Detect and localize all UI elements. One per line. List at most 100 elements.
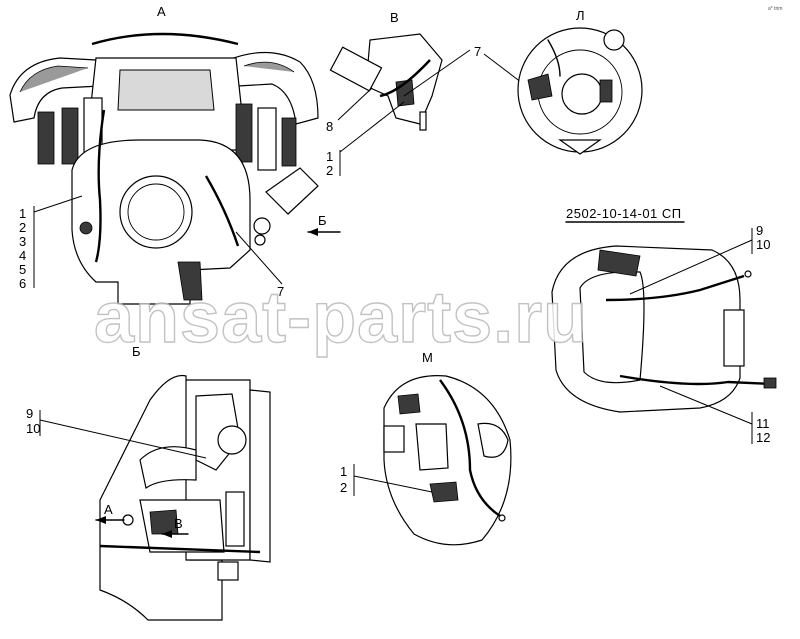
arrow-a-label: А xyxy=(104,502,113,517)
callout-3: 3 xyxy=(19,234,26,249)
view-arrow-b-label: Б xyxy=(318,213,327,228)
m-regulator xyxy=(415,423,449,471)
callout-r-9: 9 xyxy=(756,223,763,238)
callout-m-2: 2 xyxy=(340,480,347,495)
callout-b910-leader xyxy=(39,419,207,459)
manifold-plate xyxy=(117,69,215,111)
callout-8: 8 xyxy=(326,119,333,134)
left-pipe-shade xyxy=(19,65,89,93)
arrow-a-head xyxy=(96,516,106,524)
right-injector-block-2 xyxy=(257,107,277,171)
alternator-bottom-tab xyxy=(558,139,602,155)
callout-1: 1 xyxy=(19,206,26,221)
callout-b-10: 10 xyxy=(26,421,40,436)
b-round-part xyxy=(217,425,247,455)
callout-r910-leader xyxy=(629,239,753,295)
callout-8-leader xyxy=(337,87,373,121)
callout-r1112-leader xyxy=(659,385,753,425)
view-label-a: А xyxy=(157,4,166,19)
arrow-v-head xyxy=(162,530,172,538)
b-base-wire xyxy=(99,544,261,554)
starter-motor xyxy=(265,167,319,215)
right-plug xyxy=(763,377,777,389)
m-wire xyxy=(439,379,501,517)
callout-group-1-6: 1 2 3 4 5 6 xyxy=(19,195,83,291)
right-wire-lower xyxy=(619,374,773,386)
alternator-terminal xyxy=(527,73,553,101)
right-wire-end xyxy=(744,270,752,278)
flywheel-bore xyxy=(119,175,193,249)
flywheel-bore-inner xyxy=(127,183,185,241)
alternator-mount-ear xyxy=(603,29,625,51)
drawing-code: 2502-10-14-01 СП xyxy=(566,206,682,221)
view-l-alternator: Л xyxy=(517,8,643,155)
side-boss xyxy=(253,217,271,235)
v-starter-relay xyxy=(329,46,383,92)
callout-leader-1-6 xyxy=(33,195,83,213)
callout-v7: 7 xyxy=(474,44,481,59)
harness-wire-right xyxy=(204,175,240,247)
left-injector-block-2 xyxy=(61,107,79,165)
callout-m-1: 1 xyxy=(340,464,347,479)
watermark: ansat-parts.ru xyxy=(94,278,588,358)
top-harness-wire xyxy=(91,32,239,46)
v-bracket-body xyxy=(365,33,443,125)
b-side-rect xyxy=(225,491,245,547)
view-arrow-b-head xyxy=(308,228,318,236)
m-top-block xyxy=(397,393,421,415)
callout-v-1: 1 xyxy=(326,149,333,164)
callout-4: 4 xyxy=(19,248,26,263)
m-round-cap xyxy=(477,422,509,458)
right-injector-block-3 xyxy=(281,117,297,167)
callout-m12-leader xyxy=(353,475,433,493)
m-side-bracket xyxy=(383,425,405,453)
v-wire xyxy=(379,59,431,98)
right-wire-upper xyxy=(605,274,745,302)
callout-v7-leader-a xyxy=(403,49,471,97)
view-label-m: М xyxy=(422,350,433,365)
view-label-b: Б xyxy=(132,344,141,359)
alternator-wire xyxy=(547,39,561,77)
b-pipe xyxy=(139,446,197,490)
b-bottom-block xyxy=(217,561,239,581)
right-inner-cover xyxy=(579,271,645,384)
m-connector xyxy=(429,481,459,503)
right-pipe-shade xyxy=(243,61,295,73)
callout-r-11: 11 xyxy=(756,416,770,431)
m-wire-end xyxy=(498,514,506,522)
callout-v12-leader xyxy=(339,101,405,153)
callout-v-2: 2 xyxy=(326,163,333,178)
v-stud xyxy=(419,111,427,131)
alternator-hub xyxy=(561,73,603,115)
left-injector-block-1 xyxy=(37,111,55,165)
housing-bracket xyxy=(177,261,203,301)
corner-note: a* trim xyxy=(768,6,782,12)
callout-b-9: 9 xyxy=(26,406,33,421)
view-m-detail: М 1 2 xyxy=(340,350,512,546)
right-intake-pipe xyxy=(227,51,319,125)
right-side-flange xyxy=(723,309,745,367)
callout-r-10: 10 xyxy=(756,237,770,252)
view-label-l: Л xyxy=(576,8,585,23)
view-v-detail: В 8 1 2 7 xyxy=(326,10,527,178)
callout-6: 6 xyxy=(19,276,26,291)
right-injector-block-1 xyxy=(235,103,253,163)
left-connector xyxy=(79,221,93,235)
callout-r-12: 12 xyxy=(756,430,770,445)
callout-2: 2 xyxy=(19,220,26,235)
view-b-side: Б 9 10 А В xyxy=(26,344,271,621)
callout-5: 5 xyxy=(19,262,26,277)
alternator-regulator xyxy=(599,79,613,103)
view-label-v: В xyxy=(390,10,399,25)
side-bolt xyxy=(254,234,266,246)
harness-wire-left xyxy=(94,109,106,263)
callout-7: 7 xyxy=(277,284,284,299)
arrow-v-label: В xyxy=(174,516,183,531)
view-right-detail: 9 10 11 12 xyxy=(551,223,777,445)
b-flange xyxy=(249,389,271,563)
callout-7-leader xyxy=(235,231,283,285)
right-top-block xyxy=(597,249,641,277)
view-a-engine: А 1 xyxy=(9,4,341,305)
